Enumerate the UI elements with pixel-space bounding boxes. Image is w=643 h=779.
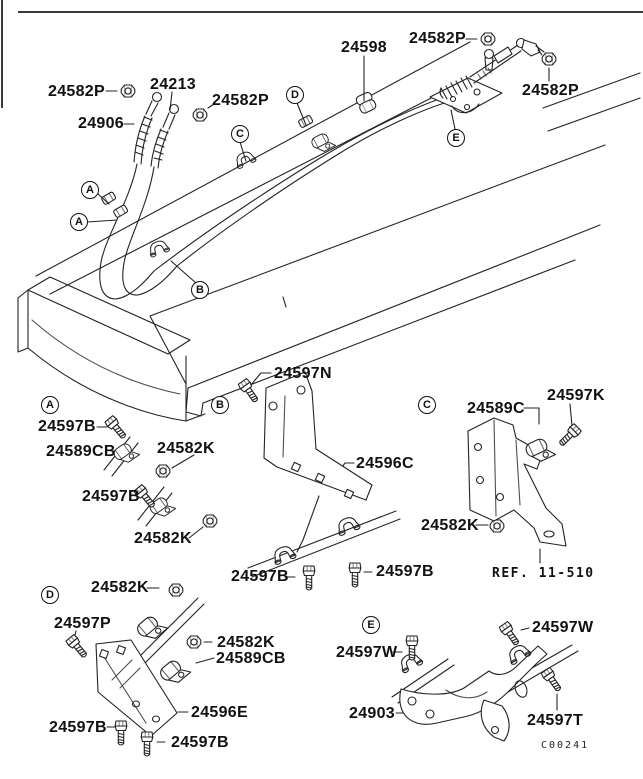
nut-icons <box>120 32 557 649</box>
part-label: 24597B <box>82 488 140 505</box>
part-label: 24582P <box>522 82 579 99</box>
part-label: 24582P <box>409 30 466 47</box>
part-label: 24596E <box>191 704 248 721</box>
part-label: 24582K <box>217 634 275 651</box>
page-border-left <box>1 0 3 108</box>
callout-section-b: B <box>211 396 229 414</box>
callout-marker: A <box>70 213 88 231</box>
shift-rods <box>99 91 465 300</box>
detail-e-parts <box>391 620 579 742</box>
rod-clamps <box>100 90 378 259</box>
callout-section-e: E <box>362 616 380 634</box>
part-label: 24597B <box>231 568 289 585</box>
part-label: 24597B <box>171 734 229 751</box>
callout-section-a: A <box>41 396 59 414</box>
callout-marker: A <box>81 181 99 199</box>
part-label: 24597B <box>376 563 434 580</box>
part-label: 24597K <box>547 387 605 404</box>
part-label: 24598 <box>341 39 387 56</box>
part-label: 24906 <box>78 115 124 132</box>
part-label: 24582P <box>212 92 269 109</box>
figure-code: C00241 <box>541 740 590 751</box>
part-label: 24597P <box>54 615 111 632</box>
part-label: 24582P <box>48 83 105 100</box>
part-label: 24582K <box>157 440 215 457</box>
detail-c-parts <box>467 417 583 547</box>
callout-marker: E <box>447 129 465 147</box>
detail-b-parts <box>237 371 401 591</box>
part-label: 24597W <box>532 619 594 636</box>
callout-section-c: C <box>418 396 436 414</box>
callout-marker: D <box>286 86 304 104</box>
part-label: 24597B <box>49 719 107 736</box>
part-label: 24597B <box>38 418 96 435</box>
part-label: 24903 <box>349 705 395 722</box>
detail-a-parts <box>103 414 177 527</box>
callout-section-d: D <box>41 586 59 604</box>
part-label: 24596C <box>356 455 414 472</box>
part-label: 24582K <box>134 530 192 547</box>
page-border-top <box>18 11 643 13</box>
callout-marker: C <box>231 125 249 143</box>
part-label: 24589C <box>467 400 525 417</box>
part-label: 24597W <box>336 644 398 661</box>
callout-marker: B <box>191 281 209 299</box>
part-label: 24597T <box>527 712 584 729</box>
part-label: 24589CB <box>216 650 286 667</box>
part-label: 24582K <box>91 579 149 596</box>
reference-note: REF. 11-510 <box>492 566 595 581</box>
cable-end-fittings <box>133 91 180 169</box>
linkage-assembly <box>429 37 545 114</box>
part-label: 24582K <box>421 517 479 534</box>
part-label: 24589CB <box>46 443 116 460</box>
part-label: 24213 <box>150 76 196 93</box>
detail-d-parts <box>64 597 205 757</box>
part-label: 24597N <box>274 365 332 382</box>
